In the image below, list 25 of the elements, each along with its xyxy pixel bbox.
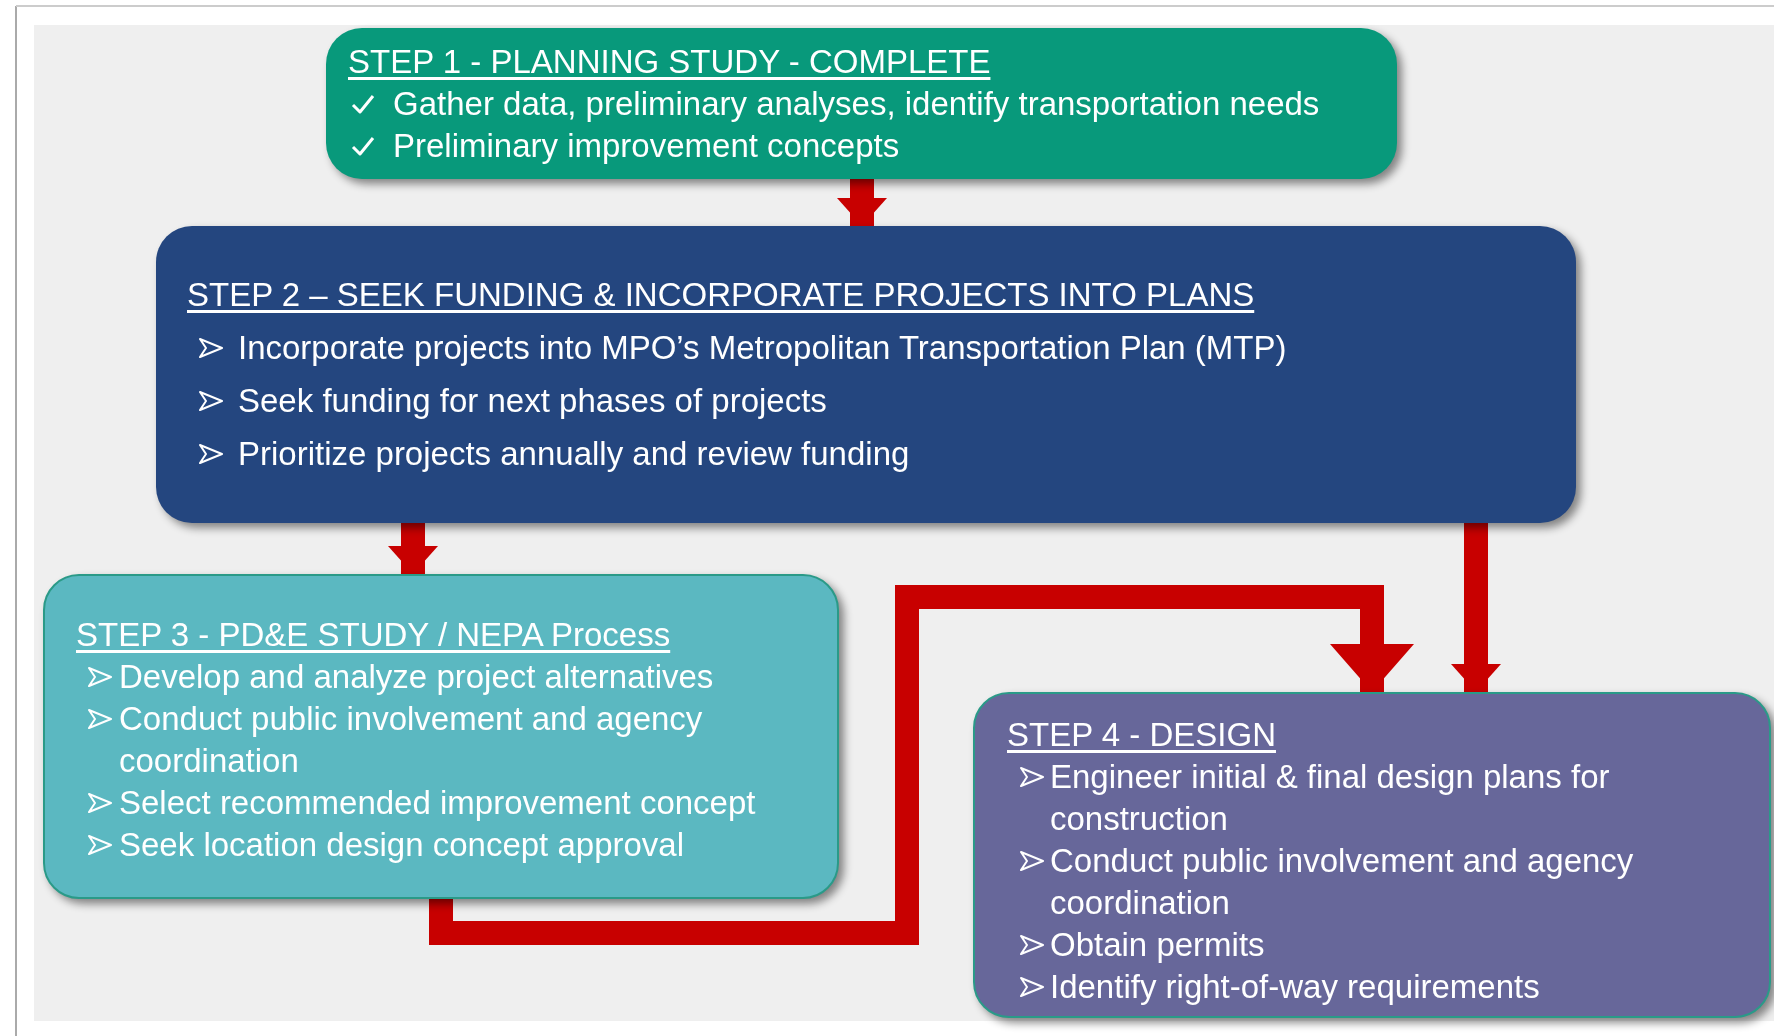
bullet-text: Identify right-of-way requirements <box>1050 968 1540 1005</box>
step-heading: STEP 2 – SEEK FUNDING & INCORPORATE PROJECTS INTO PLANS <box>186 275 1256 315</box>
step-box <box>156 226 1576 523</box>
bullet-text: Incorporate projects into MPO’s Metropolitan Transportation Plan (MTP) <box>238 329 1287 366</box>
bullet-text: Prioritize projects annually and review funding <box>238 435 910 472</box>
step-heading: STEP 3 - PD&E STUDY / NEPA Process <box>75 615 672 655</box>
bullet-text: Seek location design concept approval <box>119 826 685 863</box>
arrow <box>1451 523 1501 692</box>
step-box <box>43 574 839 899</box>
arrow <box>837 179 887 226</box>
arrow <box>429 585 1414 945</box>
bullet-text: Select recommended improvement concept <box>119 784 756 821</box>
bullet-text: Preliminary improvement concepts <box>393 127 900 164</box>
arrow <box>388 523 438 574</box>
bullet-text: Gather data, preliminary analyses, identify transportation needs <box>393 85 1320 122</box>
step-heading: STEP 4 - DESIGN <box>1006 715 1277 755</box>
step-heading: STEP 1 - PLANNING STUDY - COMPLETE <box>347 42 992 82</box>
bullet-text: Conduct public involvement and agency coordination <box>1050 842 1634 921</box>
bullet-text: Seek funding for next phases of projects <box>238 382 827 419</box>
bullet-text: Obtain permits <box>1050 926 1265 963</box>
bullet-text: Engineer initial & final design plans for construction <box>1050 758 1610 837</box>
bullet-text: Conduct public involvement and agency coordination <box>119 700 703 779</box>
bullet-text: Develop and analyze project alternatives <box>119 658 714 695</box>
step-box <box>326 28 1397 179</box>
step-box <box>973 692 1771 1018</box>
